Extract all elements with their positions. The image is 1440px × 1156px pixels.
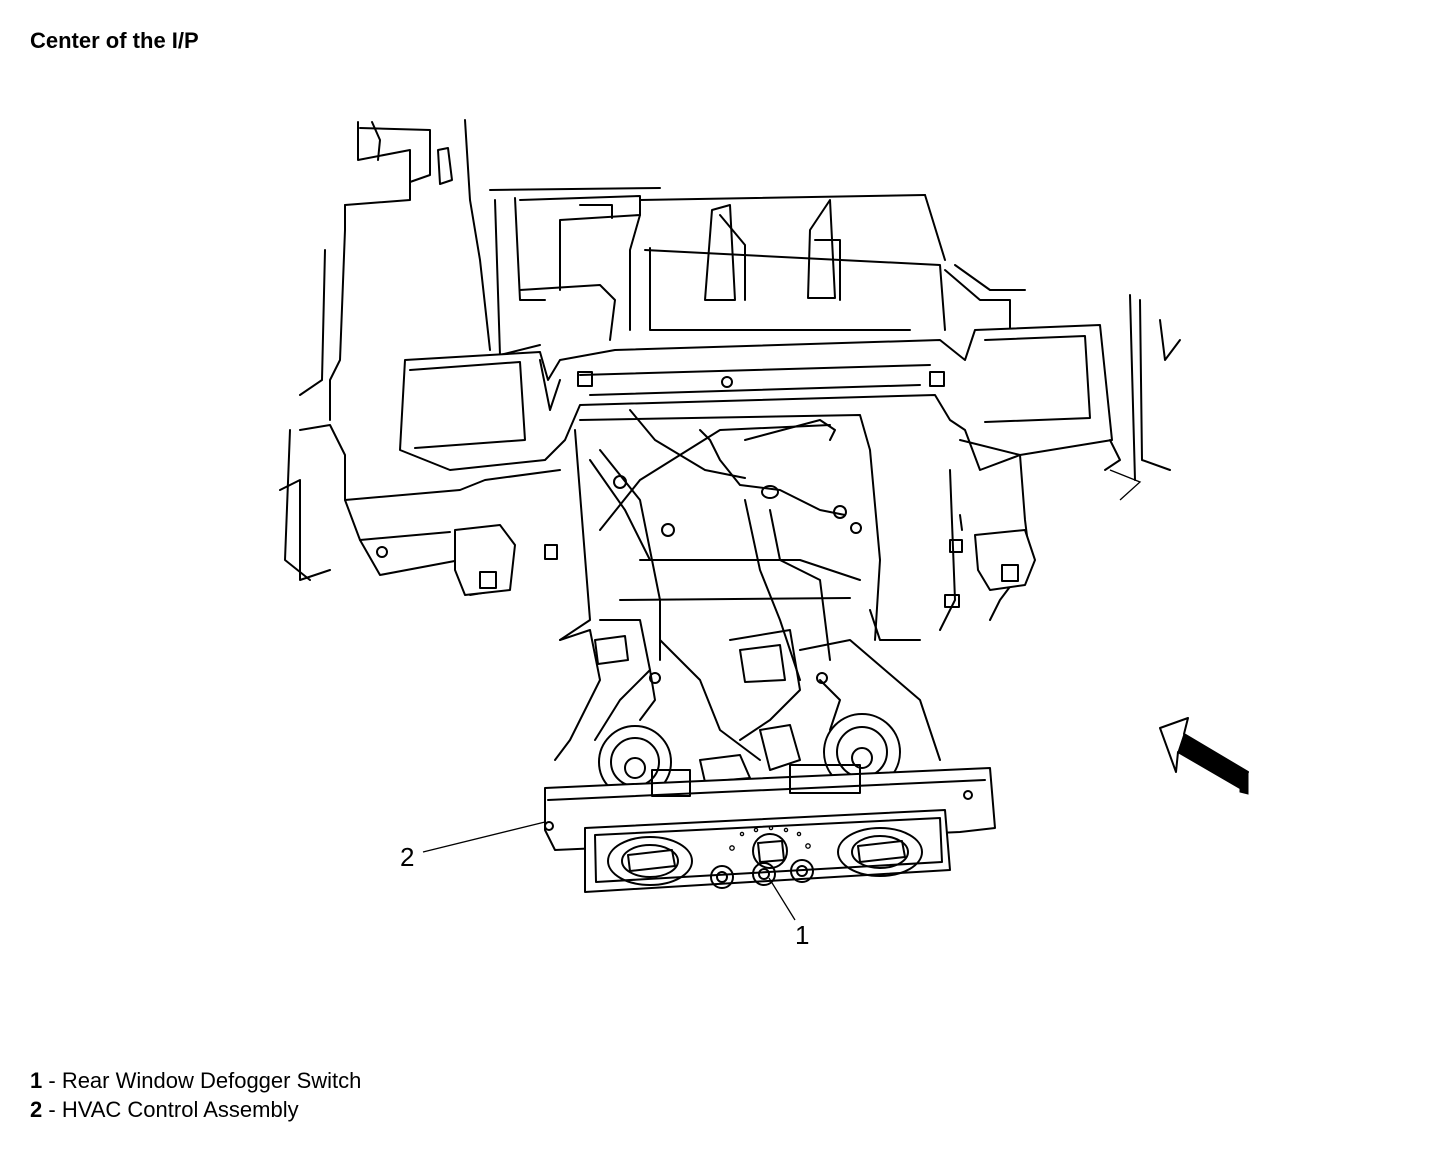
leader-line-2: [422, 821, 546, 853]
left-lower-arm: [279, 424, 561, 596]
crossbar: [399, 324, 1113, 471]
page-title: Center of the I/P: [30, 28, 199, 53]
right-lower-arm: [939, 439, 1121, 631]
legend-item: 2 - HVAC Control Assembly: [30, 1097, 299, 1122]
callout-1: 1: [795, 920, 809, 950]
legend: 1 - Rear Window Defogger Switch 2 - HVAC…: [30, 1066, 361, 1124]
leader-line-1: [768, 877, 796, 921]
upper-left-bracket: [299, 119, 491, 421]
upper-frame: [489, 187, 946, 356]
orientation-arrow-icon: [1159, 717, 1249, 795]
legend-item: 1 - Rear Window Defogger Switch: [30, 1068, 362, 1093]
center-cavity: [559, 409, 921, 681]
hvac-control-assembly: [544, 764, 996, 893]
control-mechanism: [554, 619, 941, 799]
leader-lines: [422, 821, 796, 921]
right-structure: [944, 264, 1181, 501]
callout-2: 2: [400, 842, 414, 872]
